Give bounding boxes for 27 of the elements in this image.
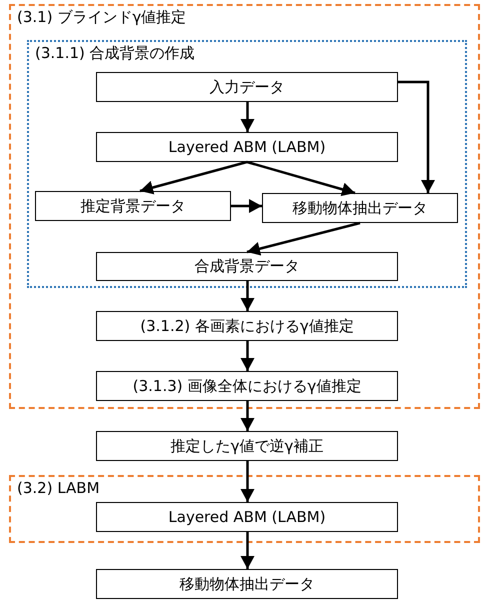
arrow <box>140 160 248 194</box>
group-title: (3.2) LABM <box>17 479 100 497</box>
arrow <box>240 102 254 132</box>
process-box: Layered ABM (LABM) <box>96 502 398 532</box>
group-frame <box>27 40 467 288</box>
group-frame <box>9 4 480 409</box>
group-frame <box>9 475 480 543</box>
process-box: 移動物体抽出データ <box>96 569 398 599</box>
arrow <box>398 80 435 193</box>
process-box: 推定したγ値で逆γ補正 <box>96 431 398 461</box>
arrow <box>240 532 254 569</box>
arrow <box>246 222 360 256</box>
process-box: 推定背景データ <box>35 191 231 221</box>
arrow <box>231 199 262 213</box>
process-box: 移動物体抽出データ <box>262 193 458 223</box>
process-box: 入力データ <box>96 72 398 102</box>
group-title: (3.1.1) 合成背景の作成 <box>35 44 195 63</box>
process-box: 合成背景データ <box>96 252 398 281</box>
arrow <box>240 281 254 311</box>
process-box: Layered ABM (LABM) <box>96 132 398 162</box>
group-title: (3.1) ブラインドγ値推定 <box>17 8 186 27</box>
arrow <box>246 160 356 196</box>
arrow <box>240 461 254 502</box>
process-box: (3.1.2) 各画素におけるγ値推定 <box>96 311 398 341</box>
arrow <box>240 341 254 371</box>
arrow <box>240 401 254 431</box>
process-box: (3.1.3) 画像全体におけるγ値推定 <box>96 371 398 401</box>
